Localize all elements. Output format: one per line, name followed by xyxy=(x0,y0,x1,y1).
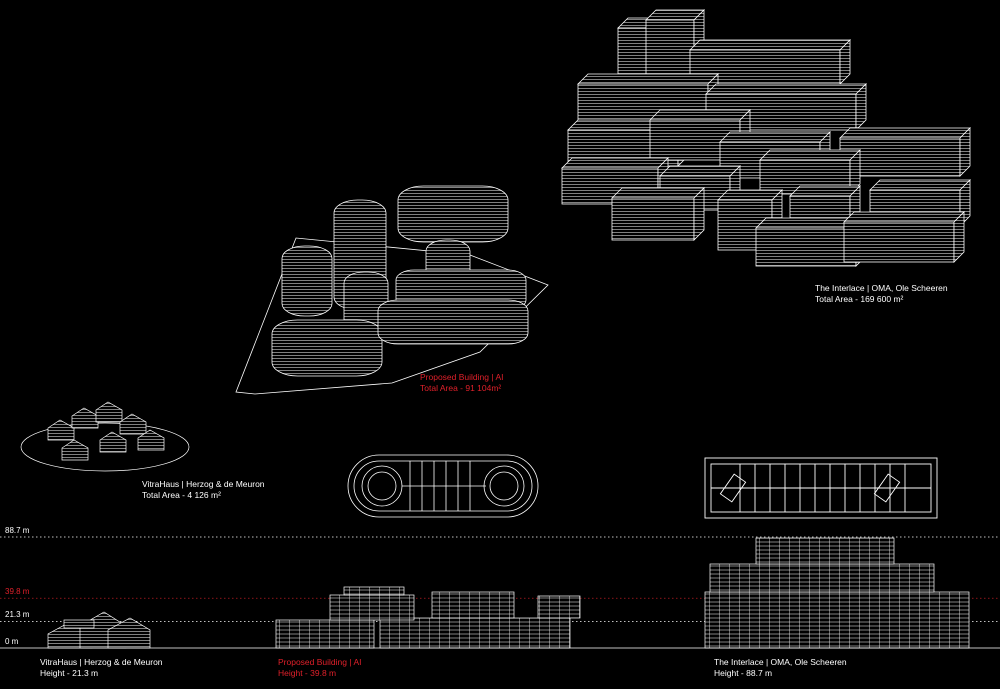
vitrahaus-house xyxy=(137,429,165,451)
level-label: 0 m xyxy=(5,637,19,646)
proposed-tower xyxy=(397,185,509,243)
vitra-height-caption: VitraHaus | Herzog & de Meuron Height - … xyxy=(40,657,163,679)
proposed-tower xyxy=(377,299,529,345)
interlace-slab xyxy=(755,217,867,267)
proposed-axonometric xyxy=(235,185,549,395)
vitrahaus-house xyxy=(99,431,127,453)
proposed-height-caption: Proposed Building | AI Height - 39.8 m xyxy=(278,657,362,679)
interlace-elevation xyxy=(704,537,970,649)
interlace-height-caption: The Interlace | OMA, Ole Scheeren Height… xyxy=(714,657,847,679)
interlace-caption-area: Total Area - 169 600 m² xyxy=(815,294,904,304)
vitrahaus-axonometric xyxy=(20,401,190,472)
level-label: 39.8 m xyxy=(5,587,30,597)
proposed-caption-title: Proposed Building | AI xyxy=(420,372,504,382)
interlace-caption-title: The Interlace | OMA, Ole Scheeren xyxy=(815,283,948,293)
vitra-area-caption: VitraHaus | Herzog & de Meuron Total Are… xyxy=(142,479,265,501)
plan-core xyxy=(719,473,747,503)
proposed-area-caption: Proposed Building | AI Total Area - 91 1… xyxy=(420,372,504,394)
vitrahaus-house xyxy=(47,419,75,441)
proposed-tower xyxy=(271,319,383,377)
vitrahaus-elevation xyxy=(47,611,151,649)
proposed-tower xyxy=(281,245,333,317)
vitrahaus-house xyxy=(119,413,147,435)
interlace-elev-title: The Interlace | OMA, Ole Scheeren xyxy=(714,657,847,667)
plan-core xyxy=(873,473,901,503)
vitrahaus-house xyxy=(71,407,99,429)
level-label: 21.3 m xyxy=(5,610,30,620)
level-label: 88.7 m xyxy=(5,526,30,535)
proposed-floor-plan xyxy=(347,454,539,518)
vitrahaus-house xyxy=(95,401,123,423)
interlace-area-caption: The Interlace | OMA, Ole Scheeren Total … xyxy=(815,283,948,305)
vitra-caption-area: Total Area - 4 126 m² xyxy=(142,490,221,500)
proposed-elevation xyxy=(275,586,581,649)
proposed-caption-area: Total Area - 91 104m² xyxy=(420,383,502,393)
interlace-slab xyxy=(577,73,719,125)
proposed-elev-height: Height - 39.8 m xyxy=(278,668,337,678)
proposed-elev-title: Proposed Building | AI xyxy=(278,657,362,667)
vitra-elev-height: Height - 21.3 m xyxy=(40,668,99,678)
interlace-floor-plan xyxy=(704,457,938,519)
interlace-slab xyxy=(611,187,705,241)
vitra-elev-title: VitraHaus | Herzog & de Meuron xyxy=(40,657,163,667)
vitra-caption-title: VitraHaus | Herzog & de Meuron xyxy=(142,479,265,489)
interlace-slab xyxy=(843,211,965,263)
interlace-axonometric xyxy=(561,9,971,267)
vitrahaus-house xyxy=(61,439,89,461)
interlace-elev-height: Height - 88.7 m xyxy=(714,668,773,678)
